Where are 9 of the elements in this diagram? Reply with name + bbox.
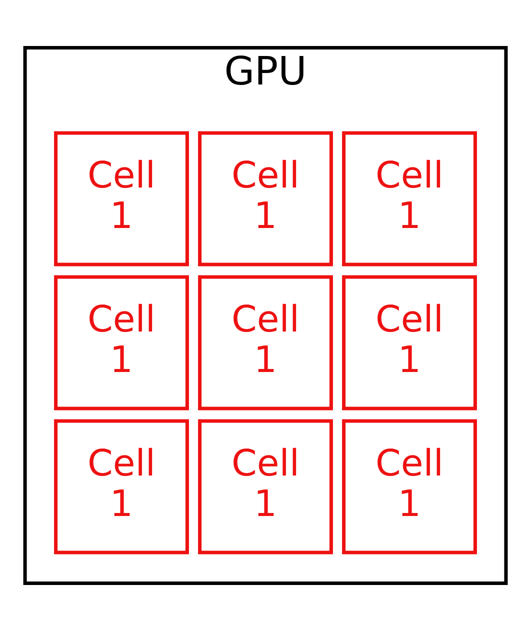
- node-box: Cell 1: [198, 275, 333, 410]
- node-box: Cell 1: [54, 275, 189, 410]
- node-box: Cell 1: [54, 419, 189, 554]
- node-box: Cell 1: [198, 419, 333, 554]
- node-box: Cell 1: [342, 419, 477, 554]
- node-box: Cell 1: [198, 131, 333, 266]
- node-box: Cell 1: [342, 275, 477, 410]
- node-box: Cell 1: [54, 131, 189, 266]
- node-box: Cell 1: [342, 131, 477, 266]
